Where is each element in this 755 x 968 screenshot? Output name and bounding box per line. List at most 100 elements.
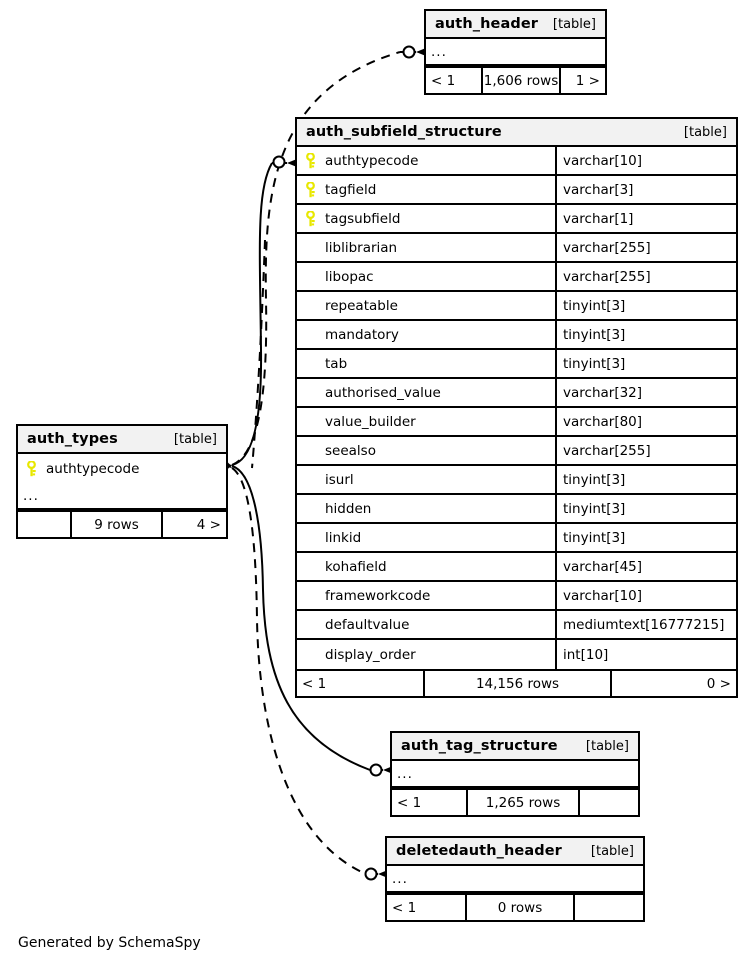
table-auth-subfield-structure[interactable]: auth_subfield_structure [table] authtype… xyxy=(295,117,738,698)
column-name-cell: linkid xyxy=(297,524,555,551)
table-name: auth_header xyxy=(435,16,539,32)
primary-key-icon xyxy=(304,152,317,169)
column-list: authtypecode varchar[10] tagfield varchar[3… xyxy=(297,147,736,669)
column-name: isurl xyxy=(325,471,354,488)
column-name-cell: authtypecode xyxy=(18,454,226,483)
footer-row-count: 14,156 rows xyxy=(423,671,612,696)
column-name: tagfield xyxy=(325,181,377,198)
column-name: value_builder xyxy=(325,413,416,430)
footer-row-count: 0 rows xyxy=(465,895,575,920)
column-name-cell: libopac xyxy=(297,263,555,290)
column-row[interactable]: value_builder varchar[80] xyxy=(297,408,736,437)
footer-parent-count xyxy=(18,512,70,537)
column-name-cell: seealso xyxy=(297,437,555,464)
column-row[interactable]: display_order int[10] xyxy=(297,640,736,669)
table-auth-header[interactable]: auth_header [table] ... < 1 1,606 rows 1… xyxy=(424,9,607,95)
table-title-auth-header: auth_header [table] xyxy=(426,11,605,39)
column-datatype-cell: tinyint[3] xyxy=(555,466,736,493)
footer-child-count: 4 > xyxy=(196,516,221,533)
footer-parent-count: < 1 xyxy=(397,794,422,811)
column-name: authtypecode xyxy=(46,460,140,477)
column-name-cell: defaultvalue xyxy=(297,611,555,638)
footer-child-count xyxy=(580,790,638,815)
column-datatype-cell: tinyint[3] xyxy=(555,524,736,551)
column-datatype-cell: varchar[80] xyxy=(555,408,736,435)
table-type-label: [table] xyxy=(552,16,596,32)
column-row[interactable]: isurl tinyint[3] xyxy=(297,466,736,495)
table-auth-types[interactable]: auth_types [table] authtypecode ... 9 ro… xyxy=(16,424,228,539)
table-footer-auth-tag-structure: < 1 1,265 rows xyxy=(392,788,638,815)
column-name: tagsubfield xyxy=(325,210,401,227)
footer-parent-count: < 1 xyxy=(431,72,456,89)
collapsed-columns-indicator: ... xyxy=(18,483,226,510)
column-name-cell: mandatory xyxy=(297,321,555,348)
column-datatype-cell: varchar[255] xyxy=(555,234,736,261)
table-name: auth_tag_structure xyxy=(401,738,558,754)
column-row[interactable]: hidden tinyint[3] xyxy=(297,495,736,524)
table-deletedauth-header[interactable]: deletedauth_header [table] ... < 1 0 row… xyxy=(385,836,645,922)
primary-key-icon xyxy=(25,460,38,477)
column-datatype-cell: int[10] xyxy=(555,640,736,669)
column-name: seealso xyxy=(325,442,376,459)
column-name: repeatable xyxy=(325,297,398,314)
table-title-auth-types: auth_types [table] xyxy=(18,426,226,454)
column-row[interactable]: authtypecode varchar[10] xyxy=(297,147,736,176)
column-name-cell: tagfield xyxy=(297,176,555,203)
column-name: linkid xyxy=(325,529,362,546)
column-name: authtypecode xyxy=(325,152,419,169)
column-row[interactable]: seealso varchar[255] xyxy=(297,437,736,466)
column-datatype-cell: varchar[32] xyxy=(555,379,736,406)
table-type-label: [table] xyxy=(173,431,217,447)
column-row[interactable]: kohafield varchar[45] xyxy=(297,553,736,582)
column-datatype-cell: tinyint[3] xyxy=(555,495,736,522)
column-name-cell: isurl xyxy=(297,466,555,493)
footer-child-count xyxy=(575,895,643,920)
column-row[interactable]: linkid tinyint[3] xyxy=(297,524,736,553)
table-name: deletedauth_header xyxy=(396,843,562,859)
column-row[interactable]: tagfield varchar[3] xyxy=(297,176,736,205)
column-name-cell: frameworkcode xyxy=(297,582,555,609)
column-name-cell: display_order xyxy=(297,640,555,669)
column-datatype-cell: tinyint[3] xyxy=(555,350,736,377)
column-name: display_order xyxy=(325,646,416,663)
column-name: hidden xyxy=(325,500,372,517)
footer-child-count: 1 > xyxy=(575,72,600,89)
edge-cardinality-zero-marker xyxy=(272,155,286,169)
column-datatype-cell: varchar[10] xyxy=(555,147,736,174)
column-name: defaultvalue xyxy=(325,616,410,633)
column-name: mandatory xyxy=(325,326,399,343)
collapsed-columns-indicator: ... xyxy=(387,866,643,893)
edge-auth-types-to-auth-subfield-solid xyxy=(222,155,296,471)
table-title-auth-subfield-structure: auth_subfield_structure [table] xyxy=(297,119,736,147)
collapsed-columns-indicator: ... xyxy=(426,39,605,66)
edge-cardinality-zero-marker xyxy=(364,867,378,881)
table-type-label: [table] xyxy=(590,843,634,859)
column-name-cell: repeatable xyxy=(297,292,555,319)
table-title-deletedauth-header: deletedauth_header [table] xyxy=(387,838,643,866)
column-name: kohafield xyxy=(325,558,387,575)
column-datatype-cell: varchar[255] xyxy=(555,437,736,464)
column-datatype-cell: varchar[10] xyxy=(555,582,736,609)
collapsed-columns-indicator: ... xyxy=(392,761,638,788)
table-footer-deletedauth-header: < 1 0 rows xyxy=(387,893,643,920)
table-title-auth-tag-structure: auth_tag_structure [table] xyxy=(392,733,638,761)
primary-key-icon xyxy=(304,210,317,227)
column-row[interactable]: authtypecode xyxy=(18,454,226,483)
column-datatype-cell: varchar[3] xyxy=(555,176,736,203)
table-auth-tag-structure[interactable]: auth_tag_structure [table] ... < 1 1,265… xyxy=(390,731,640,817)
footer-child-count: 0 > xyxy=(706,675,731,692)
column-name-cell: kohafield xyxy=(297,553,555,580)
primary-key-icon xyxy=(304,181,317,198)
table-type-label: [table] xyxy=(683,124,727,140)
column-datatype-cell: varchar[45] xyxy=(555,553,736,580)
footer-row-count: 1,606 rows xyxy=(481,68,561,93)
